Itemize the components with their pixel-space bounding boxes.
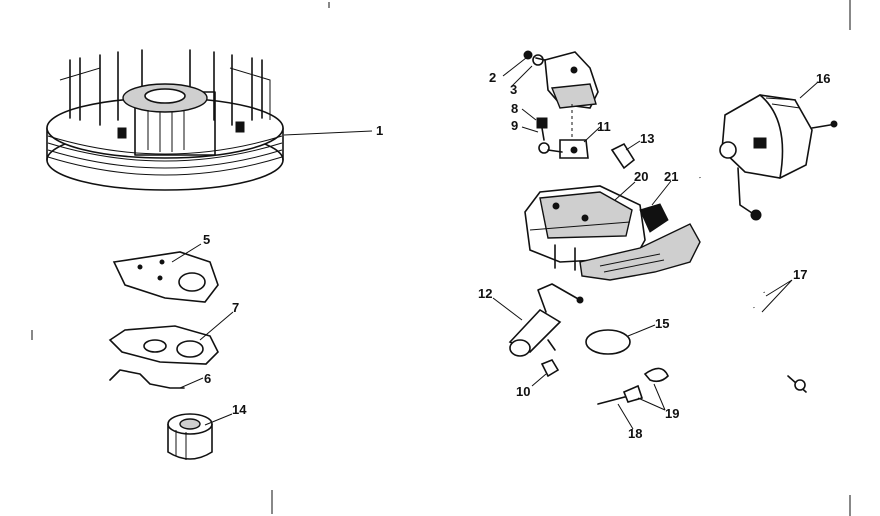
leader-21 bbox=[651, 180, 672, 206]
leader-15 bbox=[627, 324, 656, 337]
screw-set bbox=[536, 117, 563, 154]
gasket bbox=[108, 325, 219, 365]
callout-17: 17 bbox=[793, 267, 807, 282]
callout-1: 1 bbox=[376, 123, 383, 138]
leader-17 bbox=[761, 279, 793, 313]
callout-10: 10 bbox=[516, 384, 530, 399]
leader-13 bbox=[625, 140, 641, 151]
scan-marks bbox=[31, 0, 851, 516]
leader-1 bbox=[283, 130, 373, 136]
leader-3 bbox=[511, 65, 533, 87]
mounting-plate bbox=[112, 251, 219, 303]
callout-19: 19 bbox=[665, 406, 679, 421]
pin-and-clips bbox=[597, 367, 669, 405]
nut bbox=[540, 359, 560, 378]
leader-19 bbox=[637, 383, 666, 411]
callout-20: 20 bbox=[634, 169, 648, 184]
callout-6: 6 bbox=[204, 371, 211, 386]
callout-13: 13 bbox=[640, 131, 654, 146]
callout-15: 15 bbox=[655, 316, 669, 331]
callout-5: 5 bbox=[203, 232, 210, 247]
leader-14 bbox=[204, 413, 233, 426]
bushing bbox=[167, 413, 213, 460]
ignition-coil bbox=[719, 94, 838, 221]
callout-2: 2 bbox=[489, 70, 496, 85]
leader-6 bbox=[179, 377, 204, 389]
leader-10 bbox=[531, 373, 547, 387]
armature bbox=[579, 203, 701, 281]
leader-7 bbox=[199, 311, 234, 341]
leader-8 bbox=[521, 108, 537, 121]
callout-21: 21 bbox=[664, 169, 678, 184]
condenser bbox=[508, 283, 584, 357]
flywheel bbox=[46, 49, 284, 191]
callout-18: 18 bbox=[628, 426, 642, 441]
breaker-bracket bbox=[544, 51, 599, 159]
callout-9: 9 bbox=[511, 118, 518, 133]
callout-12: 12 bbox=[478, 286, 492, 301]
gasket-wire bbox=[109, 369, 185, 389]
leader-11 bbox=[583, 126, 601, 143]
stator-plate bbox=[524, 185, 646, 271]
callout-14: 14 bbox=[232, 402, 247, 417]
leader-5 bbox=[171, 243, 202, 263]
callout-11: 11 bbox=[597, 119, 611, 134]
leader-12 bbox=[492, 297, 523, 321]
leader-18 bbox=[617, 403, 634, 430]
callout-7: 7 bbox=[232, 300, 239, 315]
leader-2 bbox=[502, 57, 527, 77]
callout-3: 3 bbox=[510, 82, 517, 97]
leader-16 bbox=[799, 81, 819, 99]
callout-16: 16 bbox=[816, 71, 830, 86]
leader-9 bbox=[521, 126, 539, 133]
retaining-ring bbox=[585, 329, 631, 355]
clip bbox=[610, 142, 636, 170]
callout-8: 8 bbox=[511, 101, 518, 116]
leader-20 bbox=[614, 181, 636, 201]
wire-lead bbox=[698, 177, 807, 393]
